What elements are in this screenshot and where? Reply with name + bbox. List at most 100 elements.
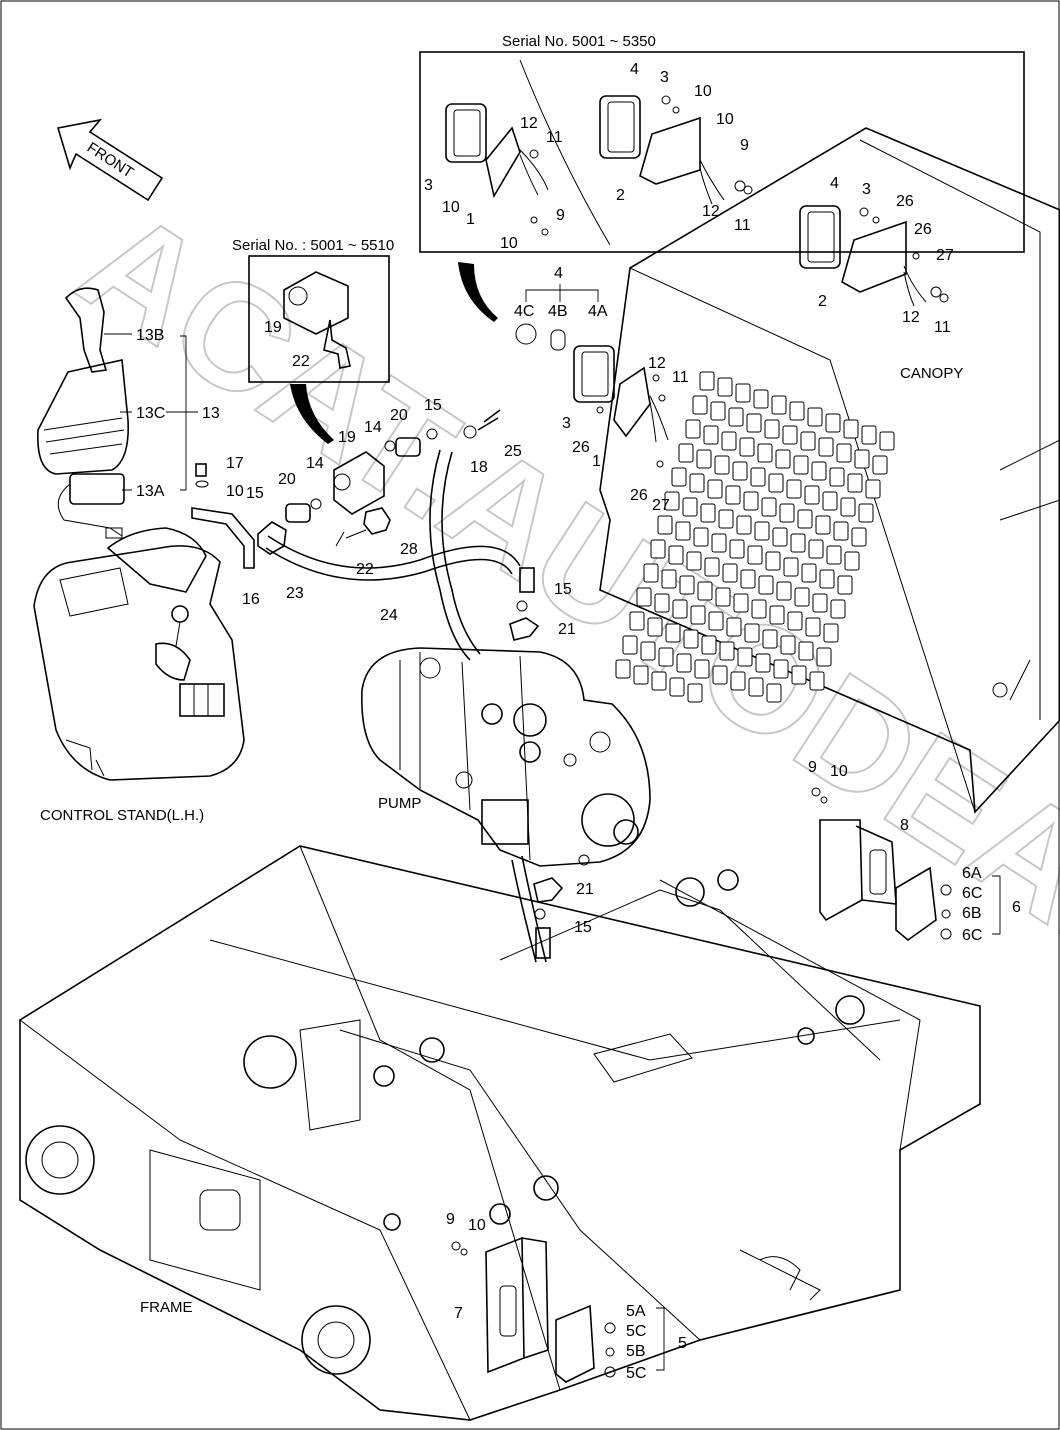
callout: 28 bbox=[400, 541, 418, 558]
grille-slot bbox=[815, 515, 831, 535]
grille-slot bbox=[804, 485, 820, 505]
left-serial-title: Serial No. : 5001 ~ 5510 bbox=[232, 237, 394, 254]
callout: 25 bbox=[504, 443, 522, 460]
callout: 4C bbox=[514, 303, 534, 320]
right-lamp-callouts: 9 10 8 6A 6C 6B 6C 6 bbox=[808, 759, 1021, 944]
grille-slot bbox=[879, 431, 895, 451]
callout: 13C bbox=[136, 405, 165, 422]
grille-slot bbox=[823, 623, 839, 643]
lamp-4-mount-callouts: 12 11 3 26 1 26 27 bbox=[562, 355, 689, 514]
grille-slot bbox=[711, 533, 727, 553]
canopy: CANOPY bbox=[599, 127, 1060, 814]
callout: 12 bbox=[702, 203, 720, 220]
control-stand: CONTROL STAND(L.H.) bbox=[33, 527, 245, 824]
grille-slot bbox=[819, 569, 835, 589]
callout: 13 bbox=[202, 405, 220, 422]
black-arrow-top bbox=[458, 262, 498, 322]
frame: FRAME bbox=[19, 845, 981, 1421]
topbox-b-callouts: 4 3 10 10 9 2 12 11 bbox=[616, 61, 751, 234]
callout: 14 bbox=[306, 455, 324, 472]
lower-lamp-callouts: 9 10 7 5A 5C 5B 5C 5 bbox=[446, 1211, 687, 1382]
callout: 22 bbox=[356, 561, 374, 578]
grille-slot bbox=[643, 563, 659, 583]
top-serial-box: Serial No. 5001 ~ 5350 bbox=[419, 33, 1025, 253]
grille-slot bbox=[735, 383, 751, 403]
grille-slot bbox=[718, 509, 734, 529]
grille-slot bbox=[679, 575, 695, 595]
callout: 27 bbox=[652, 497, 670, 514]
callout: 3 bbox=[660, 69, 669, 86]
callout: 3 bbox=[562, 415, 571, 432]
grille-slot bbox=[833, 521, 849, 541]
grille-slot bbox=[701, 635, 717, 655]
grille-slot bbox=[714, 455, 730, 475]
grille-slot bbox=[651, 671, 667, 691]
grille-slot bbox=[809, 671, 825, 691]
grille-slot bbox=[690, 605, 706, 625]
callout: 6C bbox=[962, 885, 982, 902]
grille-slot bbox=[717, 377, 733, 397]
grille-slot bbox=[829, 467, 845, 487]
grille-slot bbox=[715, 587, 731, 607]
lamp-4-callouts: 4 4C 4B 4A bbox=[514, 265, 608, 320]
grille-slot bbox=[687, 683, 703, 703]
grille-slot bbox=[654, 593, 670, 613]
callout: 10 bbox=[830, 763, 848, 780]
grille-slot bbox=[699, 371, 715, 391]
grille-slot bbox=[729, 539, 745, 559]
grille-slot bbox=[807, 407, 823, 427]
grille-slot bbox=[629, 611, 645, 631]
callout: 11 bbox=[734, 217, 751, 234]
grille-slot bbox=[782, 425, 798, 445]
grille-slot bbox=[658, 647, 674, 667]
grille-slot bbox=[744, 623, 760, 643]
grille-slot bbox=[830, 599, 846, 619]
callout: 2 bbox=[616, 187, 625, 204]
bracket-16 bbox=[191, 507, 255, 569]
grille-slot bbox=[793, 455, 809, 475]
grille-slot bbox=[844, 551, 860, 571]
frame-caption: FRAME bbox=[140, 1299, 193, 1316]
callout: 2 bbox=[818, 293, 827, 310]
callout: 19 bbox=[338, 429, 356, 446]
grille-slot bbox=[730, 671, 746, 691]
callout: 23 bbox=[286, 585, 304, 602]
callout: 13A bbox=[136, 483, 165, 500]
grille-slot bbox=[668, 545, 684, 565]
callout: 9 bbox=[556, 207, 565, 224]
grille-slot bbox=[800, 431, 816, 451]
grille-slot bbox=[737, 647, 753, 667]
grille-slot bbox=[780, 635, 796, 655]
grille-slot bbox=[755, 653, 771, 673]
grille-slot bbox=[798, 641, 814, 661]
grille-slot bbox=[685, 419, 701, 439]
grille-slot bbox=[682, 497, 698, 517]
grille-slot bbox=[671, 467, 687, 487]
grille-slot bbox=[700, 503, 716, 523]
grille-slot bbox=[794, 587, 810, 607]
callout: 4A bbox=[588, 303, 608, 320]
grille-slot bbox=[703, 425, 719, 445]
grille-slot bbox=[769, 605, 785, 625]
callout: 21 bbox=[576, 881, 594, 898]
callout: 6 bbox=[1012, 899, 1021, 916]
grille-slot bbox=[686, 551, 702, 571]
grille-slot bbox=[683, 629, 699, 649]
callout: 11 bbox=[546, 129, 563, 146]
grille-slot bbox=[689, 473, 705, 493]
callout: 6B bbox=[962, 905, 982, 922]
grille-slot bbox=[665, 623, 681, 643]
grille-slot bbox=[636, 587, 652, 607]
grille-slot bbox=[712, 665, 728, 685]
joystick bbox=[37, 287, 129, 539]
grille-slot bbox=[822, 491, 838, 511]
callout: 5 bbox=[678, 1335, 687, 1352]
grille-slot bbox=[854, 449, 870, 469]
callout: 5C bbox=[626, 1365, 646, 1382]
callout: 18 bbox=[470, 459, 488, 476]
grille-slot bbox=[708, 611, 724, 631]
grille-slot bbox=[851, 527, 867, 547]
grille-slot bbox=[736, 515, 752, 535]
grille-slot bbox=[776, 581, 792, 601]
callout: 3 bbox=[862, 181, 871, 198]
